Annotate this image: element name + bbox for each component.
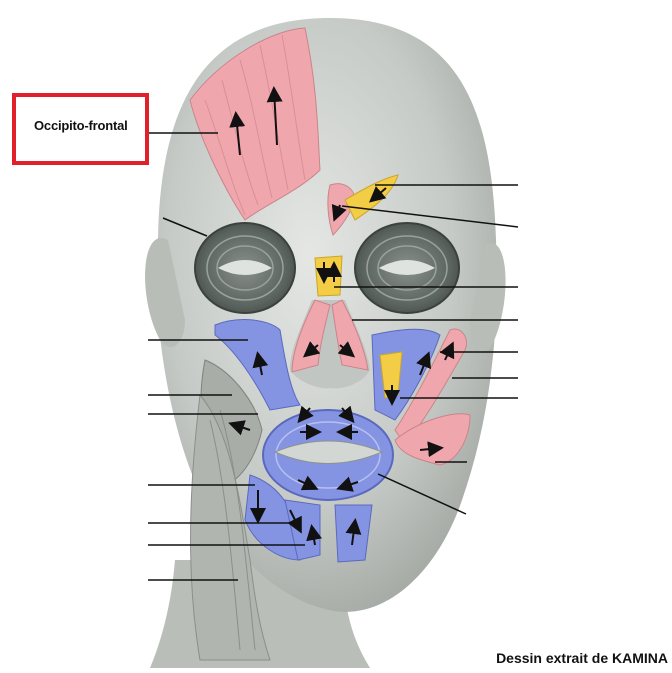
right-orbicularis-oculi <box>355 223 459 313</box>
procerus-muscle <box>315 256 342 296</box>
left-orbicularis-oculi <box>195 223 295 313</box>
occipito-frontal-label: Occipito-frontal <box>34 118 128 133</box>
credit-caption: Dessin extrait de KAMINA <box>496 650 668 666</box>
